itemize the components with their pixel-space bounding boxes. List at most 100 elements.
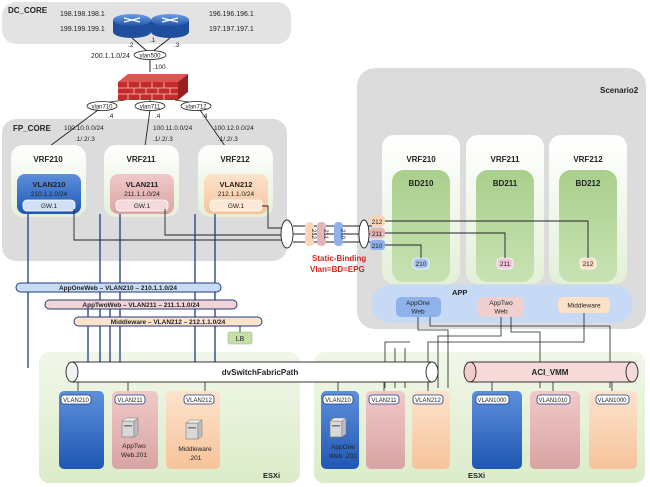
- esxi-left-label: ESXi: [263, 471, 280, 480]
- vrf211-ports: .1/.2/.3: [153, 136, 173, 143]
- router-right-icon: [151, 14, 189, 38]
- static-binding-title: Static-Binding: [312, 254, 366, 263]
- esxi-left-vm212-line1: Middleware: [178, 446, 212, 453]
- vrf211-uplink-subnet: 100.11.0.0/24: [153, 125, 193, 132]
- esxi-left-vlan211-label: VLAN211: [117, 398, 143, 404]
- firewall-ip: .100: [153, 64, 166, 71]
- epg-tag-211: 211: [496, 257, 514, 270]
- dc-core-subnet: 200.1.1.0/24: [91, 53, 130, 60]
- svg-text:211: 211: [322, 229, 328, 239]
- esxi-right-host-vlan1010: VLAN1010: [530, 382, 580, 469]
- segment-apptwoweb: AppTwoWeb – VLAN211 – 211.1.1.0/24: [44, 299, 238, 310]
- gw210-label: GW.1: [41, 203, 58, 210]
- fp-vrf211-label: VRF211: [127, 155, 156, 164]
- aci-vmm-switch: ACI_VMM: [463, 361, 639, 383]
- esxi-right-vlan212-label: VLAN212: [415, 398, 441, 404]
- aci-vrf212-label: VRF212: [573, 155, 603, 164]
- binding-side-211: 211: [370, 228, 385, 238]
- binding-side-212: 212: [370, 216, 385, 226]
- binding-cyl-211: 211: [317, 222, 328, 246]
- esxi-right-vm210-line1: AppOne: [331, 444, 355, 451]
- aci-vmm-label: ACI_VMM: [532, 368, 569, 377]
- esxi-right-label: ESXi: [468, 471, 485, 480]
- epg-tag-210: 210: [412, 257, 430, 270]
- svg-text:212: 212: [310, 229, 316, 240]
- vlan500-label: vlan500: [139, 54, 161, 60]
- svg-text:210: 210: [416, 261, 427, 268]
- segment-middleware: Middleware – VLAN212 – 212.1.1.0/24: [73, 316, 263, 327]
- esxi-left-vlan212-label: VLAN212: [186, 398, 212, 404]
- svg-text:211: 211: [500, 261, 511, 268]
- epg-apptwo-web-line1: AppTwo: [489, 300, 513, 307]
- vrf212-uplink-subnet: 100.12.0.0/24: [214, 125, 254, 132]
- esxi-right-vlan210-label: VLAN210: [325, 398, 351, 404]
- vlan710-ring: vlan710: [86, 101, 118, 111]
- fp-vrf212-box: VRF212 VLAN212 212.1.1.0/24 GW.1: [198, 145, 273, 217]
- esxi-left-vm211-line2: Web.201: [121, 452, 147, 459]
- aci-vrf211-label: VRF211: [491, 155, 520, 164]
- gw210-box: [22, 199, 76, 212]
- esxi-left-host-vlan211: VLAN211 AppTwo Web.201: [112, 382, 158, 469]
- esxi-right-vlan211-label: VLAN211: [371, 398, 397, 404]
- gw211-label: GW.1: [134, 203, 151, 210]
- static-binding-subtitle: Vlan=BD=EPG: [310, 265, 365, 274]
- esxi-left-host-vlan212: VLAN212 Middleware .201: [166, 382, 220, 469]
- dc-core-ip-left-2: 199.199.199.1: [60, 26, 105, 33]
- vlan211-subnet: 211.1.1.0/24: [124, 191, 160, 198]
- router-right-port: .3: [174, 42, 180, 49]
- vrf210-uplink-subnet: 100.10.0.0/24: [64, 125, 104, 132]
- esxi-left-vlan210-label: VLAN210: [63, 398, 89, 404]
- epg-appone-web-line1: AppOne: [406, 300, 430, 307]
- dvswitch-fabricpath: dvSwitchFabricPath: [65, 361, 439, 383]
- esxi-left-host-vlan210: VLAN210: [59, 382, 104, 469]
- svg-text:210: 210: [339, 229, 345, 240]
- dvswitch-label: dvSwitchFabricPath: [222, 368, 299, 377]
- esxi-right-host-vlan1000-a: VLAN1000: [472, 382, 522, 469]
- fp-vrf211-box: VRF211 VLAN211 211.1.1.0/24 GW.1: [104, 145, 179, 217]
- esxi-right-host-vlan212: VLAN212: [412, 382, 450, 469]
- scenario2-title: Scenario2: [600, 86, 639, 95]
- vlan710-label: vlan710: [91, 105, 113, 111]
- trunk-ring-right: [358, 219, 370, 249]
- vrf210-ports: .1/.2/.3: [75, 136, 95, 143]
- epg-tag-212: 212: [579, 257, 597, 270]
- binding-cyl-212: 212: [305, 222, 316, 246]
- app-profile-label: APP: [452, 288, 467, 297]
- dc-core-region: DC_CORE 198.198.198.1 199.199.199.1 196.…: [2, 2, 291, 49]
- esxi-left-vm212-line2: .201: [189, 455, 202, 462]
- aci-vrf210-box: VRF210 BD210: [382, 135, 460, 284]
- epg-middleware-line1: Middleware: [567, 303, 601, 310]
- load-balancer: LB: [227, 326, 253, 345]
- vlan711-ring: vlan711: [134, 101, 166, 111]
- esxi-left-vm211-line1: AppTwo: [122, 443, 146, 450]
- svg-text:AppOneWeb – VLAN210 – 210.1.1.: AppOneWeb – VLAN210 – 210.1.1.0/24: [59, 285, 177, 292]
- binding-cyl-210: 210: [334, 222, 345, 246]
- bd211-label: BD211: [493, 179, 518, 188]
- gw212-label: GW.1: [228, 203, 245, 210]
- vlan711-label: vlan711: [140, 105, 161, 111]
- binding-side-210: 210: [370, 240, 385, 250]
- bd210-box: [392, 170, 450, 282]
- vlan211-label: VLAN211: [126, 180, 159, 189]
- server-icon: [121, 417, 139, 438]
- gw212-box: [209, 199, 263, 212]
- router-left-port: .2: [128, 42, 134, 49]
- esxi-right-vlan1000b-label: VLAN1000: [597, 398, 627, 404]
- vlan712-label: vlan712: [185, 105, 207, 111]
- vlan500-ring: [133, 50, 167, 60]
- firewall-icon: [118, 74, 188, 100]
- router-mid-port: .1: [150, 37, 156, 44]
- bd211-box: [476, 170, 534, 282]
- vlan212-label: VLAN212: [220, 180, 253, 189]
- vlan712-ring: vlan712: [180, 101, 212, 111]
- epg-apptwo-web: AppTwo Web: [478, 297, 524, 317]
- server-icon: [329, 417, 347, 438]
- vlan710-port: .4: [108, 113, 114, 120]
- esxi-right-host-vlan211: VLAN211: [366, 382, 405, 469]
- fp-core-title: FP_CORE: [13, 124, 51, 133]
- dc-core-title: DC_CORE: [8, 6, 48, 15]
- dc-core-ip-right-2: 197.197.197.1: [209, 26, 254, 33]
- vlan210-subnet: 210.1.1.0/24: [31, 191, 68, 198]
- vlan212-subnet: 212.1.1.0/24: [218, 191, 255, 198]
- bd210-label: BD210: [409, 179, 434, 188]
